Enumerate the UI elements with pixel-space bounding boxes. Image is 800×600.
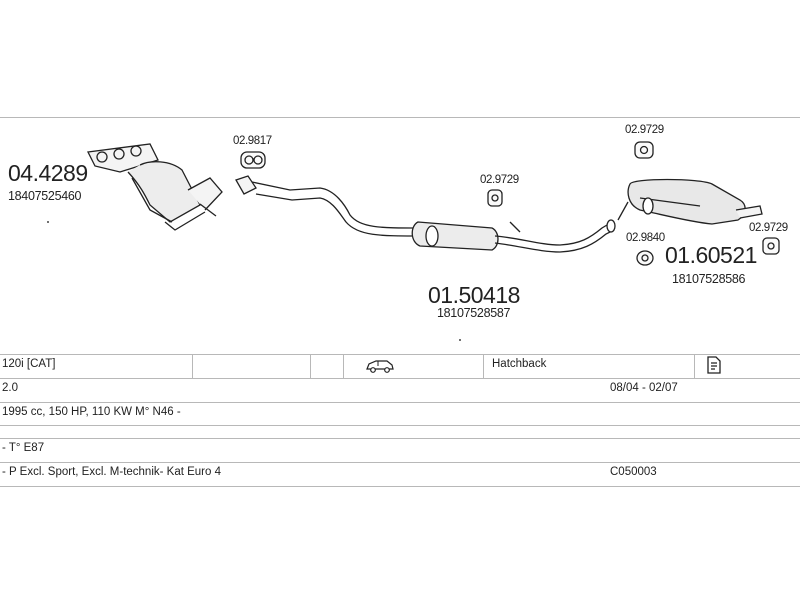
table-rule	[0, 486, 800, 487]
hanger-rear-top-part-number: 02.9729	[625, 124, 664, 136]
middle-pipe-drawing	[235, 175, 616, 253]
top-divider	[0, 117, 800, 118]
table-rule	[0, 378, 800, 379]
document-icon	[705, 356, 723, 379]
table-divider	[192, 354, 193, 378]
vehicle-model: 120i [CAT]	[2, 358, 56, 370]
car-hatchback-icon	[365, 358, 395, 379]
ring-rear-part-number: 02.9840	[626, 232, 665, 244]
table-rule	[0, 438, 800, 439]
vehicle-years: 08/04 - 02/07	[610, 382, 678, 394]
table-rule	[0, 425, 800, 426]
hanger-rear-top-drawing	[634, 141, 654, 159]
table-rule	[0, 354, 800, 355]
table-rule	[0, 402, 800, 403]
catalyst-oem-number: 18407525460	[8, 189, 82, 203]
vehicle-notes: - P Excl. Sport, Excl. M-technik- Kat Eu…	[2, 466, 221, 478]
catalyst-manifold-drawing	[87, 143, 223, 231]
table-divider	[694, 354, 695, 378]
middle-oem-number: 18107528587	[437, 306, 511, 320]
ring-rear-drawing	[636, 250, 654, 266]
clamp-part-number: 02.9817	[233, 135, 272, 147]
catalyst-part-number: 04.4289	[8, 160, 88, 186]
middle-part-number: 01.50418	[428, 282, 520, 308]
vehicle-type: - T° E87	[2, 442, 45, 454]
rear-part-number: 01.60521	[665, 242, 757, 268]
hanger-rear-right-part-number: 02.9729	[749, 222, 788, 234]
vehicle-engine: 2.0	[2, 382, 18, 394]
table-rule	[0, 462, 800, 463]
clamp-drawing	[240, 151, 266, 169]
hanger-mid-part-number: 02.9729	[480, 174, 519, 186]
hanger-rear-right-drawing	[762, 237, 780, 255]
vehicle-ref: C050003	[610, 466, 657, 478]
table-divider	[310, 354, 311, 378]
rear-oem-number: 18107528586	[672, 272, 746, 286]
vehicle-spec: 1995 cc, 150 HP, 110 KW M° N46 -	[2, 406, 181, 418]
table-divider	[343, 354, 344, 378]
table-divider	[483, 354, 484, 378]
vehicle-body-type: Hatchback	[492, 358, 547, 370]
hanger-mid-drawing	[487, 189, 503, 207]
rear-silencer-drawing	[617, 178, 763, 225]
